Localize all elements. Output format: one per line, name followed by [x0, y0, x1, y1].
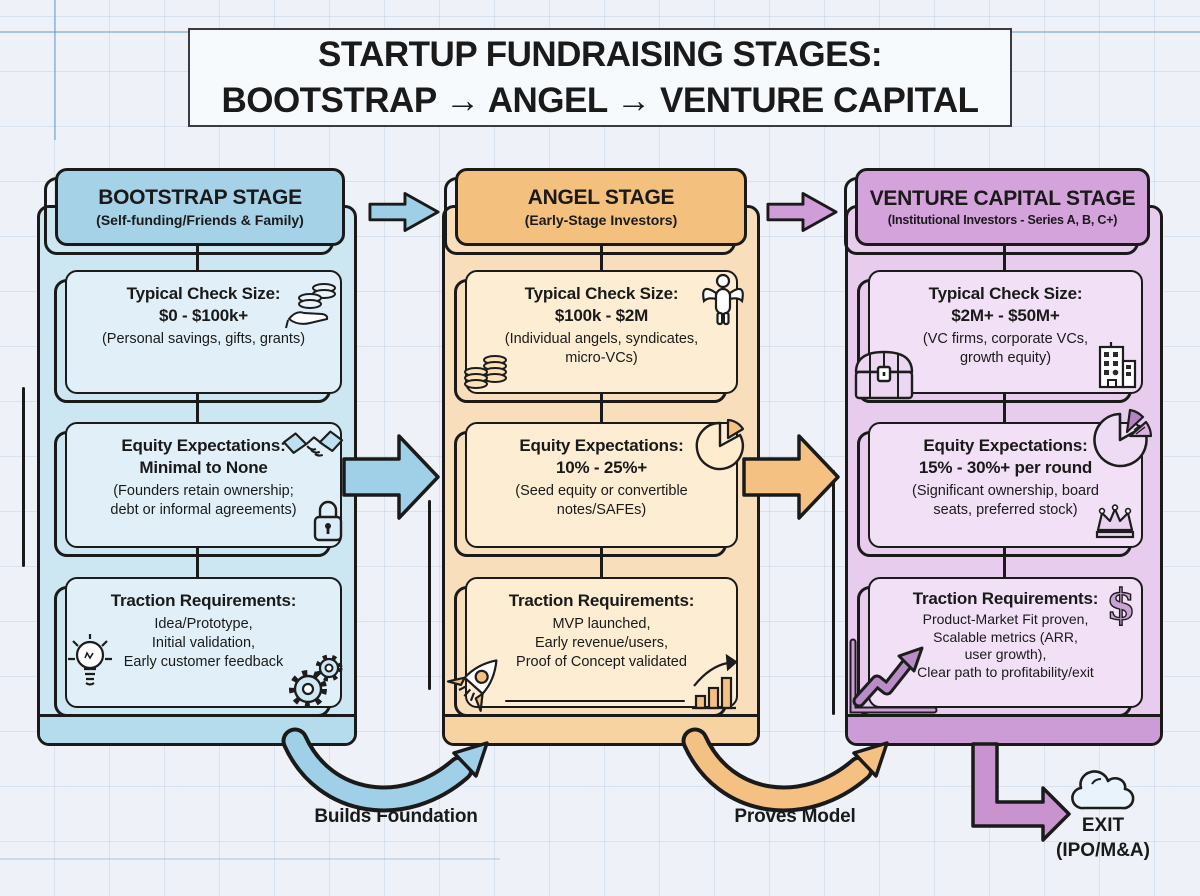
angel-header: ANGEL STAGE (Early-Stage Investors)	[455, 168, 747, 246]
crown-icon	[1092, 504, 1138, 542]
connector-line	[1003, 393, 1006, 423]
box-detail: (Founders retain ownership; debt or info…	[110, 483, 297, 519]
connector-line	[196, 393, 199, 423]
builds-foundation-label: Builds Foundation	[314, 806, 478, 827]
box-heading: Traction Requirements:	[508, 591, 695, 610]
dollar-sign-icon: $	[1106, 579, 1137, 629]
stage-subtitle: (Self-funding/Friends & Family)	[96, 212, 304, 229]
connector-line	[1003, 246, 1006, 271]
connector-line	[196, 246, 199, 271]
proves-model-arrow-icon	[665, 727, 905, 827]
box-detail: (VC firms, corporate VCs, growth equity)	[922, 331, 1089, 367]
bootstrap-to-angel-big-arrow-icon	[342, 432, 442, 522]
treasure-chest-icon	[850, 346, 918, 406]
box-detail: MVP launched, Early revenue/users, Proof…	[516, 616, 687, 671]
growth-arrow-axis-icon	[846, 638, 938, 718]
vc-header: VENTURE CAPITAL STAGE (Institutional Inv…	[855, 168, 1150, 246]
connector-line	[196, 547, 199, 578]
angel-to-vc-arrow-icon	[766, 191, 838, 233]
box-detail: (Seed equity or convertible notes/SAFEs)	[515, 483, 688, 519]
box-value: 10% - 25%+	[555, 458, 648, 477]
angel-equity-box: Equity Expectations: 10% - 25%+ (Seed eq…	[465, 422, 738, 548]
handshake-icon	[282, 426, 344, 472]
stage-subtitle: (Institutional Investors - Series A, B, …	[887, 213, 1118, 228]
sketch-underline	[505, 700, 685, 702]
pie-chart-icon	[694, 418, 746, 471]
vc-traction-box: Traction Requirements: Product-Market Fi…	[868, 577, 1143, 708]
pie-chart-large-icon	[1090, 406, 1154, 470]
connector-line	[600, 393, 603, 423]
exit-arrow-icon	[955, 742, 1075, 844]
box-heading: Typical Check Size:	[928, 284, 1083, 303]
coin-stack-icon	[462, 350, 512, 392]
diagram-title: STARTUP FUNDRAISING STAGES: BOOTSTRAP → …	[188, 28, 1012, 127]
exit-label: EXIT (IPO/M&A)	[1056, 815, 1150, 861]
coins-in-hand-icon	[284, 280, 342, 334]
connector-line	[600, 547, 603, 578]
box-heading: Traction Requirements:	[110, 591, 297, 610]
vc-equity-box: Equity Expectations: 15% - 30%+ per roun…	[868, 422, 1143, 548]
angel-traction-box: Traction Requirements: MVP launched, Ear…	[465, 577, 738, 708]
vc-footer-band	[848, 714, 1160, 743]
padlock-icon	[312, 498, 344, 544]
gears-icon	[288, 652, 344, 708]
box-value: Minimal to None	[139, 458, 268, 477]
title-line-2: BOOTSTRAP → ANGEL → VENTURE CAPITAL	[221, 80, 979, 120]
box-heading: Typical Check Size:	[524, 284, 679, 303]
stage-subtitle: (Early-Stage Investors)	[524, 212, 678, 229]
box-heading: Typical Check Size:	[126, 284, 281, 303]
bootstrap-equity-box: Equity Expectations: Minimal to None (Fo…	[65, 422, 342, 548]
stage-name: BOOTSTRAP STAGE	[98, 185, 302, 209]
box-value: $2M+ - $50M+	[951, 306, 1060, 325]
stage-name: VENTURE CAPITAL STAGE	[869, 186, 1136, 210]
stage-name: ANGEL STAGE	[527, 185, 675, 209]
box-detail: Idea/Prototype, Initial validation, Earl…	[123, 616, 284, 671]
title-line-1: STARTUP FUNDRAISING STAGES:	[317, 35, 883, 74]
bootstrap-header: BOOTSTRAP STAGE (Self-funding/Friends & …	[55, 168, 345, 246]
cloud-icon	[1068, 768, 1138, 814]
box-heading: Equity Expectations:	[519, 436, 684, 455]
proves-model-label: Proves Model	[734, 806, 856, 827]
bootstrap-to-angel-arrow-icon	[368, 191, 440, 233]
grid-accent-line	[0, 858, 500, 860]
box-detail: (Significant ownership, board seats, pre…	[912, 483, 1099, 519]
connector-line	[1003, 547, 1006, 578]
sketch-line	[22, 387, 25, 567]
builds-foundation-arrow-icon	[265, 727, 505, 827]
bootstrap-check-size-box: Typical Check Size: $0 - $100k+ (Persona…	[65, 270, 342, 394]
box-heading: Equity Expectations:	[121, 436, 286, 455]
growth-bar-chart-icon	[688, 653, 740, 714]
vc-check-size-box: Typical Check Size: $2M+ - $50M+ (VC fir…	[868, 270, 1143, 394]
sketch-line	[428, 500, 431, 690]
angel-to-vc-big-arrow-icon	[742, 432, 842, 522]
box-value: $100k - $2M	[554, 306, 649, 325]
angel-figure-icon	[698, 272, 748, 332]
angel-check-size-box: Typical Check Size: $100k - $2M (Individ…	[465, 270, 738, 394]
building-icon	[1096, 340, 1138, 390]
box-detail: Product-Market Fit proven, Scalable metr…	[917, 611, 1094, 680]
box-detail: (Personal savings, gifts, grants)	[101, 331, 306, 347]
box-heading: Equity Expectations:	[923, 436, 1088, 455]
box-value: $0 - $100k+	[158, 306, 249, 325]
sketch-line	[832, 470, 835, 715]
lightbulb-icon	[66, 632, 114, 692]
box-detail: (Individual angels, syndicates, micro-VC…	[504, 331, 699, 367]
box-value: 15% - 30%+ per round	[918, 458, 1093, 477]
connector-line	[600, 246, 603, 271]
rocket-icon	[446, 648, 508, 716]
grid-accent-line	[54, 0, 56, 140]
box-heading: Traction Requirements:	[912, 589, 1099, 608]
svg-text:$: $	[1106, 580, 1135, 629]
